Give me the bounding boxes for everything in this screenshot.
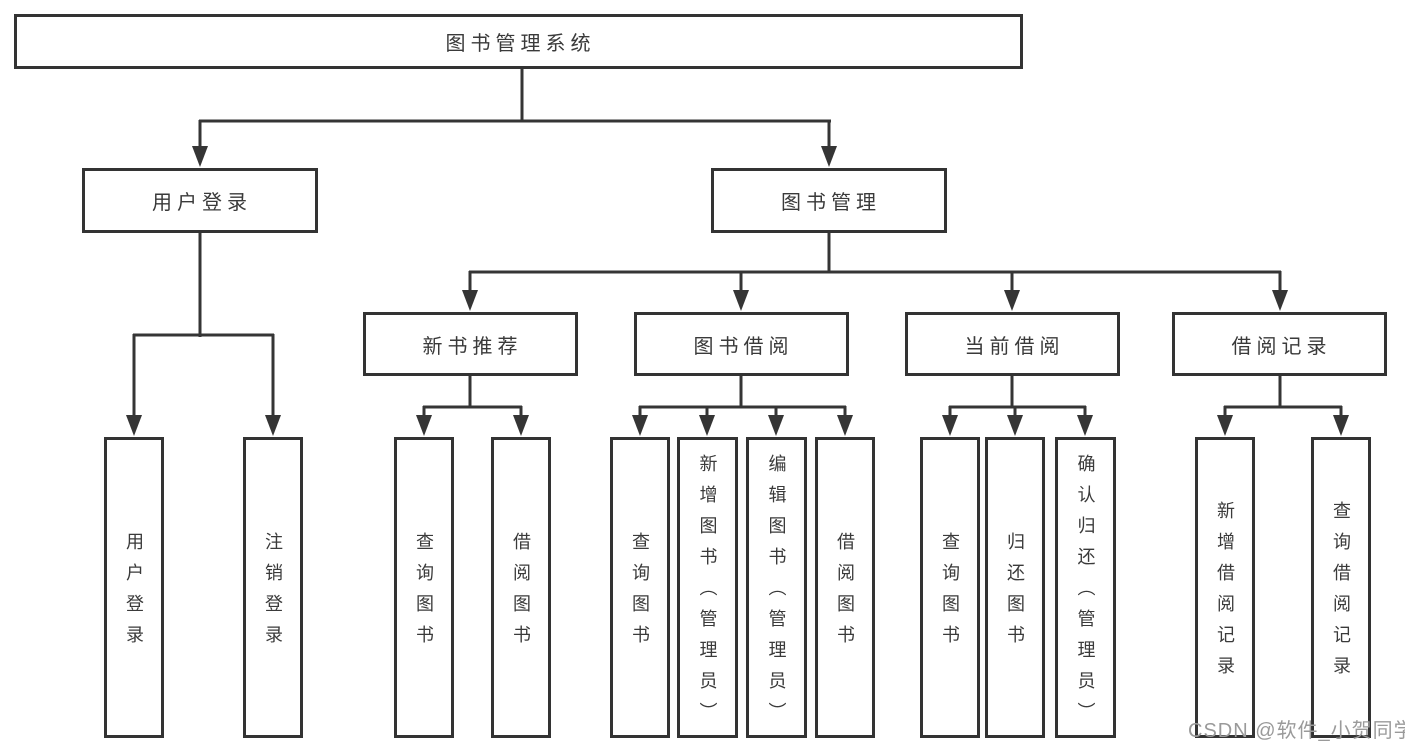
leaf-label: 新增图书（管理员） (697, 454, 718, 733)
leaf-borrow-books: 借阅图书 (815, 437, 875, 738)
leaf-label: 归还图书 (1005, 531, 1025, 656)
leaf-user-login: 用户登录 (104, 437, 164, 738)
node-user-login: 用户登录 (82, 168, 318, 233)
leaf-confirm-return-admin: 确认归还（管理员） (1055, 437, 1116, 738)
node-label: 新书推荐 (422, 335, 523, 358)
leaf-query-borrow-record: 查询借阅记录 (1311, 437, 1371, 738)
leaf-label: 借阅图书 (511, 531, 531, 656)
leaf-add-books-admin: 新增图书（管理员） (677, 437, 738, 738)
leaf-label: 查询图书 (630, 531, 650, 656)
leaf-label: 借阅图书 (835, 531, 855, 656)
watermark: CSDN @软件_小贺同学 (1188, 720, 1405, 742)
leaf-label: 新增借阅记录 (1215, 500, 1235, 687)
leaf-label: 查询图书 (414, 531, 434, 656)
node-book-borrow: 图书借阅 (634, 312, 849, 376)
leaf-label: 编辑图书（管理员） (766, 454, 787, 733)
node-label: 图书管理 (781, 192, 881, 214)
node-book-management: 图书管理 (711, 168, 947, 233)
leaf-label: 注销登录 (263, 531, 283, 656)
leaf-label: 用户登录 (124, 531, 144, 656)
leaf-label: 查询图书 (940, 531, 960, 656)
node-current-borrow: 当前借阅 (905, 312, 1120, 376)
leaf-logout: 注销登录 (243, 437, 303, 738)
leaf-borrow-books-recommend: 借阅图书 (491, 437, 551, 738)
node-borrow-records: 借阅记录 (1172, 312, 1387, 376)
leaf-query-books-current: 查询图书 (920, 437, 980, 738)
node-label: 借阅记录 (1231, 335, 1332, 358)
leaf-query-books-borrow: 查询图书 (610, 437, 670, 738)
arrowheads (126, 146, 1349, 436)
node-label: 图书管理系统 (445, 33, 596, 55)
node-label: 当前借阅 (964, 335, 1065, 358)
node-label: 用户登录 (152, 192, 252, 214)
node-system-root: 图书管理系统 (14, 14, 1023, 69)
leaf-query-books-recommend: 查询图书 (394, 437, 454, 738)
leaf-edit-books-admin: 编辑图书（管理员） (746, 437, 807, 738)
node-new-book-recommend: 新书推荐 (363, 312, 578, 376)
leaf-new-borrow-record: 新增借阅记录 (1195, 437, 1255, 738)
leaf-label: 查询借阅记录 (1331, 500, 1351, 687)
node-label: 图书借阅 (693, 335, 794, 358)
leaf-label: 确认归还（管理员） (1075, 454, 1096, 733)
leaf-return-books: 归还图书 (985, 437, 1045, 738)
